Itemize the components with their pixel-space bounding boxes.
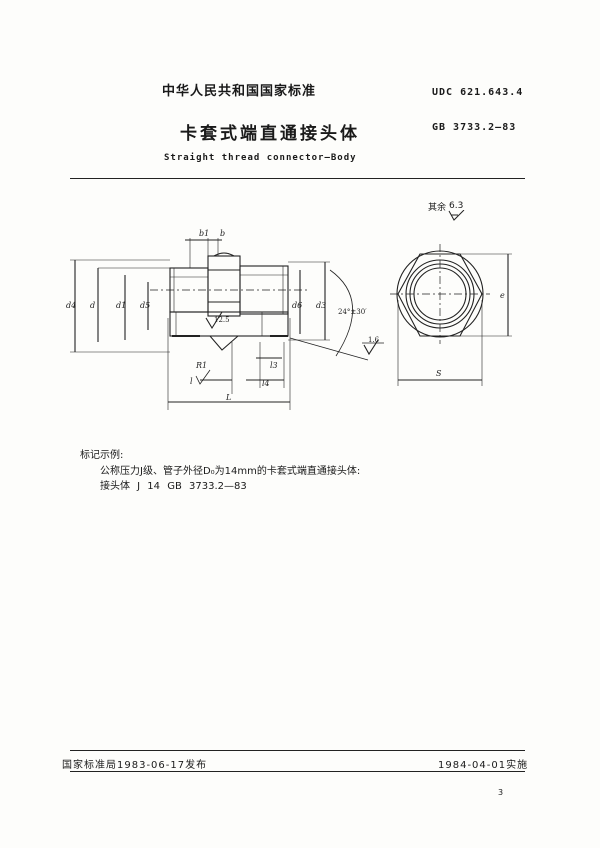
label-roughness-b: 1.6: [368, 336, 380, 344]
example-heading: 标记示例:: [80, 450, 124, 461]
label-b1: b1: [199, 229, 209, 238]
label-d3: d3: [316, 301, 326, 310]
effective-date: 1984-04-01实施: [438, 760, 529, 771]
label-d5: d5: [140, 301, 150, 310]
label-d6: d6: [292, 301, 302, 310]
udc-code: UDC 621.643.4: [432, 87, 524, 98]
surface-finish-value: 6.3: [449, 201, 464, 211]
header-rule: [70, 178, 525, 179]
english-subtitle: Straight thread connector—Body: [164, 153, 357, 163]
label-b: b: [220, 229, 225, 238]
label-l: l: [190, 377, 193, 386]
label-roughness-a: 12.5: [214, 316, 230, 324]
label-angle: 24°±30′: [338, 308, 367, 316]
technical-drawing: b1 b d4 d d1 d5 d6 d3 24°±30′ 12.5 1.6 R…: [66, 229, 512, 410]
surface-finish-note: 其余: [428, 203, 447, 213]
label-d4: d4: [66, 301, 76, 310]
label-d: d: [90, 301, 95, 310]
label-L: L: [225, 393, 231, 402]
footer-rule: [70, 750, 525, 751]
roughness-symbol-icon: [448, 210, 465, 221]
label-e: e: [500, 291, 505, 300]
issue-date: 国家标准局1983-06-17发布: [62, 760, 208, 771]
example-line-2: 接头体 J 14 GB 3733.2—83: [100, 481, 247, 492]
example-line-1: 公称压力J级、管子外径D₀为14mm的卡套式端直通接头体:: [100, 466, 361, 477]
page-title: 卡套式端直通接头体: [180, 124, 360, 144]
label-R1: R1: [195, 361, 207, 370]
label-s: S: [436, 369, 442, 378]
footer-rule-bottom: [70, 771, 525, 772]
label-l4: l4: [262, 379, 270, 388]
document-header: 中华人民共和国国家标准: [162, 84, 317, 99]
page-number: 3: [498, 788, 504, 797]
standard-number: GB 3733.2—83: [432, 122, 517, 133]
label-l3: l3: [270, 361, 278, 370]
label-d1: d1: [116, 301, 126, 310]
